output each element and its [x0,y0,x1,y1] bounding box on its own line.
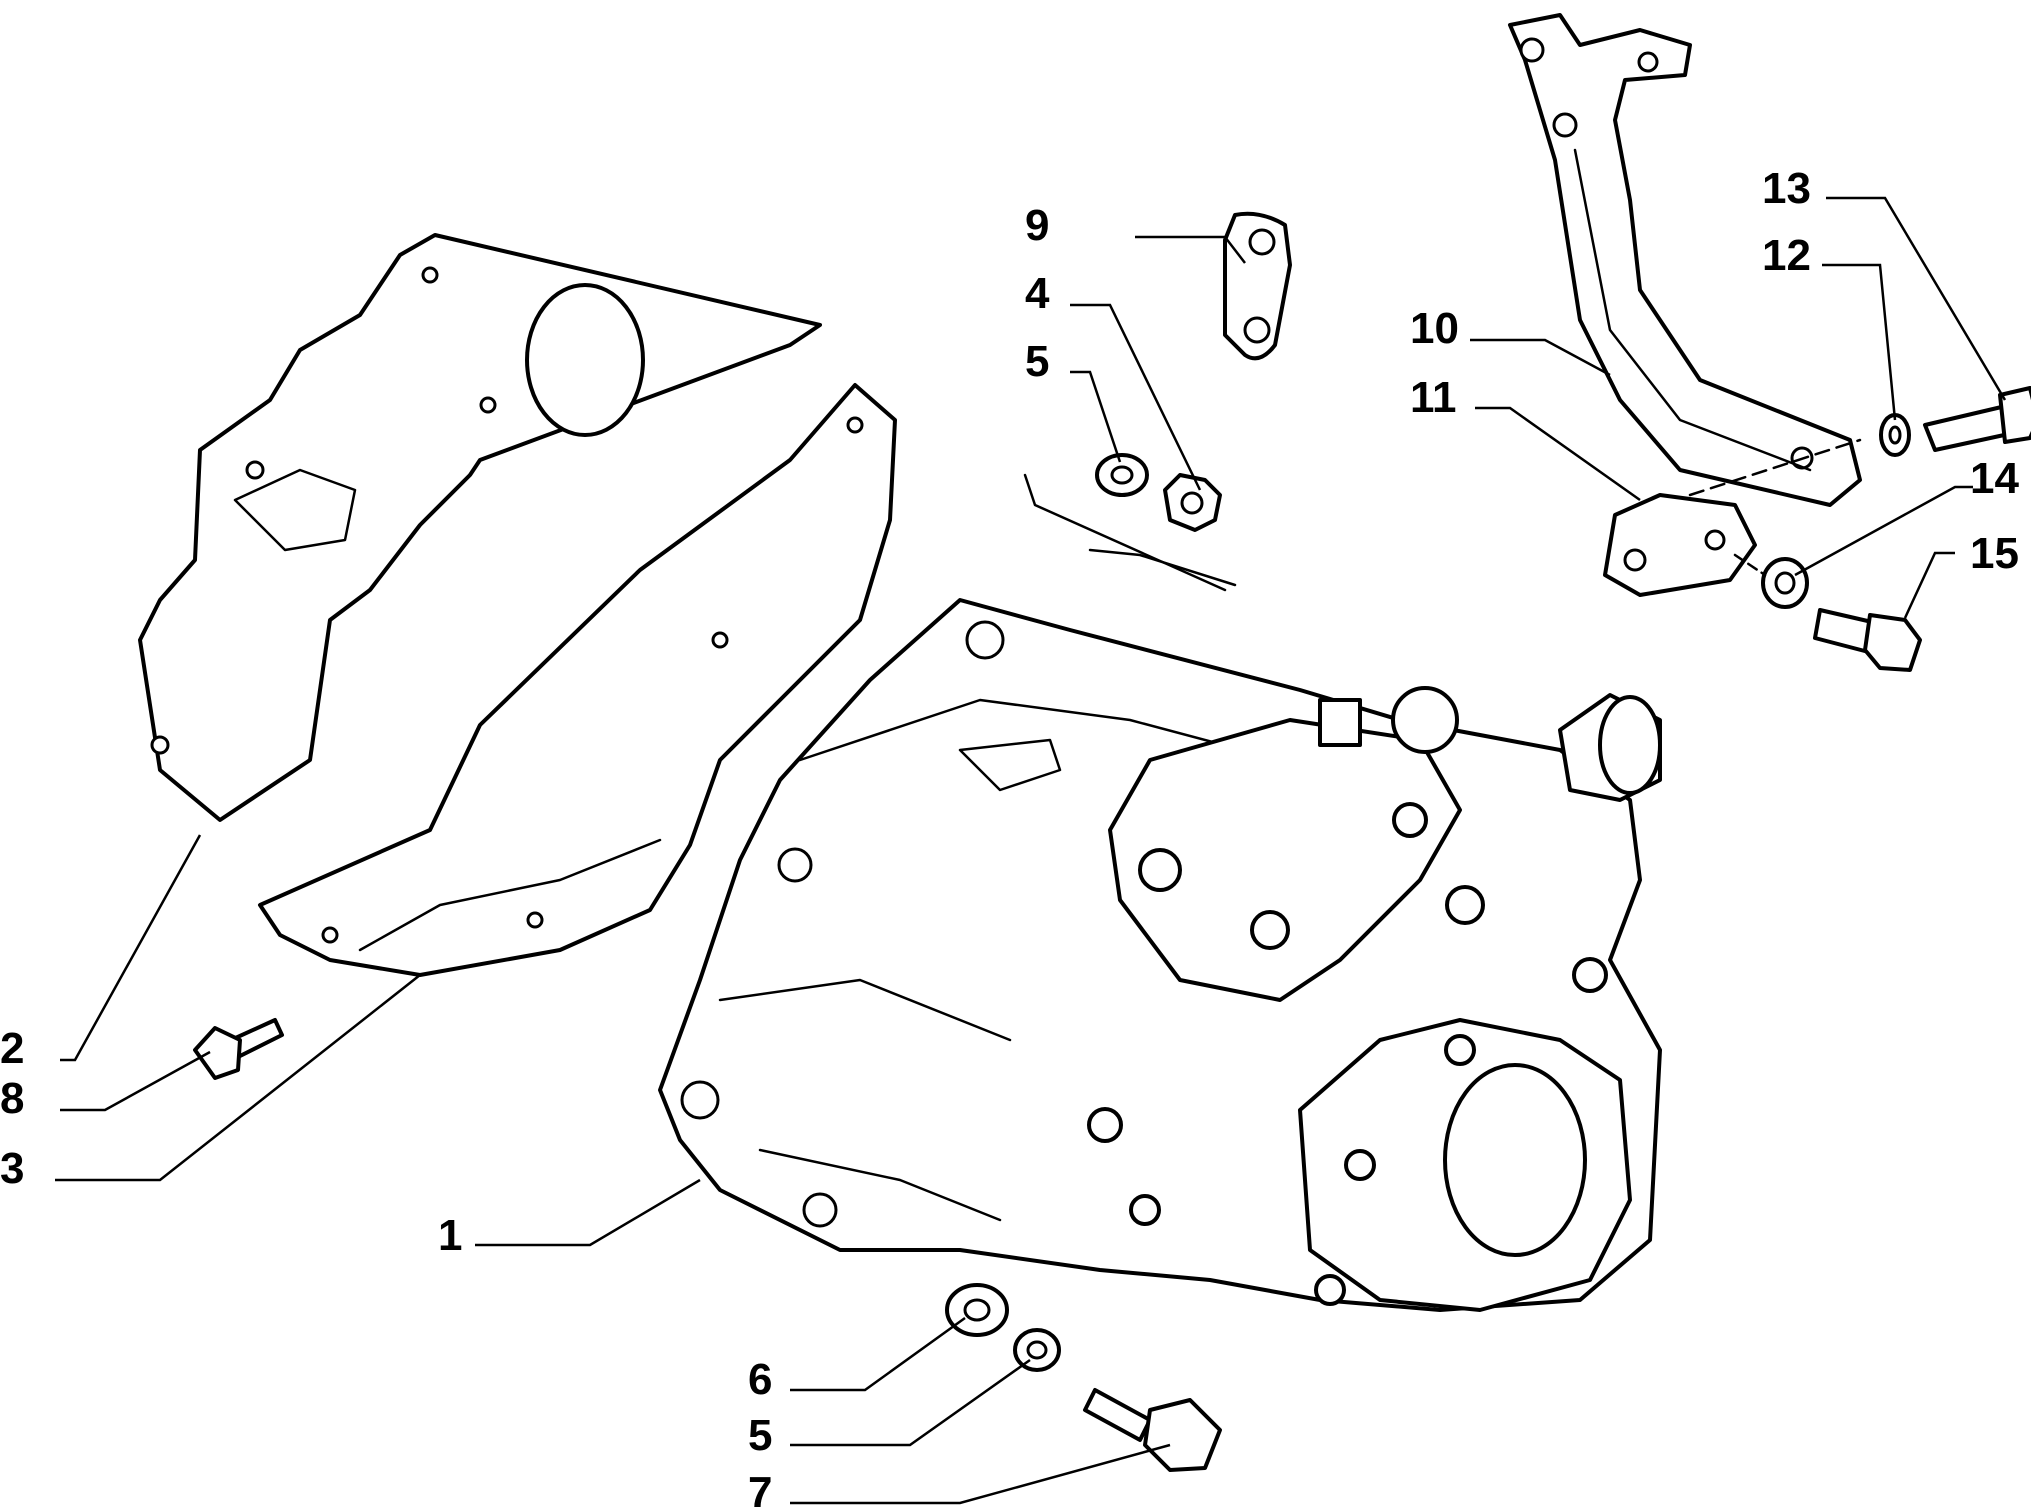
callout-15: 15 [1970,529,2019,578]
part-15-bolt [1813,608,1922,672]
callout-4: 4 [1025,269,1050,318]
callout-5-upper: 5 [1025,337,1049,386]
part-1-gearbox-housing [658,598,1662,1312]
callout-11: 11 [1410,373,1457,422]
part-6-washer [945,1283,1009,1337]
part-14-washer [1761,557,1809,609]
callout-13: 13 [1762,164,1811,213]
leader-lines [55,196,2007,1505]
callout-2: 2 [0,1024,24,1073]
part-8-bolt [193,1018,284,1080]
callout-14: 14 [1970,454,2019,503]
part-2-cover-plate [138,233,822,822]
callout-6: 6 [748,1355,772,1404]
part-10-bracket-arm [1508,13,1862,507]
part-9-link-plate [1223,211,1292,361]
callout-5-lower: 5 [748,1411,772,1460]
assembly-lines [1023,438,1862,592]
part-3-cover-plate [258,383,897,977]
part-5-spring-washer-upper [1095,453,1149,497]
part-4-nut [1163,473,1222,532]
callout-8: 8 [0,1074,24,1123]
callout-9: 9 [1025,201,1049,250]
callout-12: 12 [1762,231,1811,280]
callout-10: 10 [1410,304,1459,353]
callout-labels: 1 2 3 4 5 5 6 7 8 9 10 11 12 13 14 15 [0,164,2019,1507]
part-11-mount-plate [1603,493,1757,597]
callout-1: 1 [438,1211,462,1260]
callout-7: 7 [748,1468,772,1507]
part-13-bolt [1923,386,2031,452]
part-12-washer [1879,413,1911,457]
callout-3: 3 [0,1144,24,1193]
part-7-bolt [1083,1388,1222,1472]
part-5-spring-washer-lower [1013,1328,1061,1372]
